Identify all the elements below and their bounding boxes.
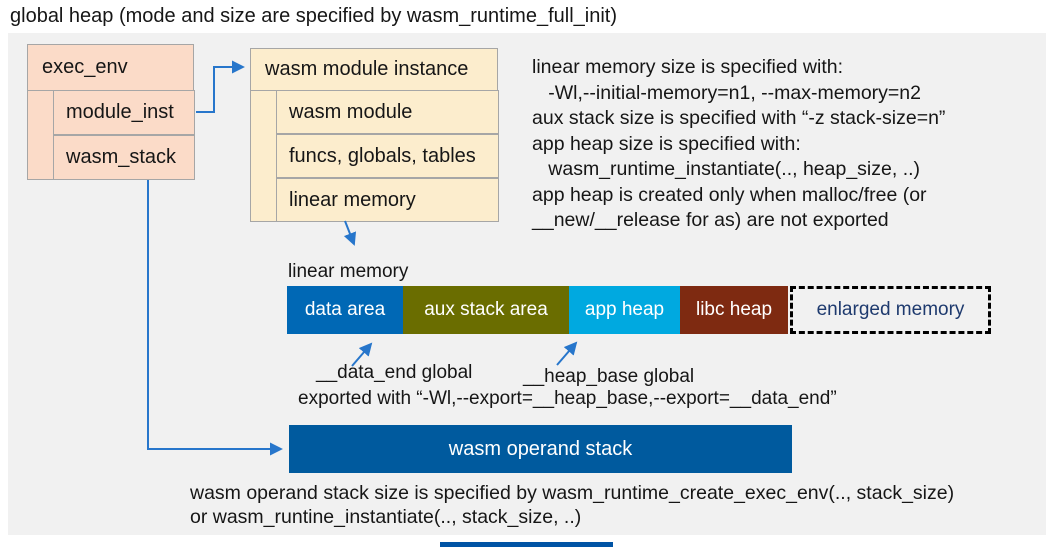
note-line: wasm_runtime_instantiate(.., heap_size, … [532, 158, 921, 180]
wasm-operand-stack-box: wasm operand stack [289, 425, 792, 473]
memory-segment-libc-heap: libc heap [680, 286, 788, 334]
diagram-title: global heap (mode and size are specified… [10, 5, 617, 27]
module-instance-header: wasm module instance [251, 49, 497, 91]
exec-env-header: exec_env [28, 45, 193, 91]
exec-env-field: wasm_stack [53, 135, 195, 180]
note-line: -Wl,--initial-memory=n1, --max-memory=n2 [532, 81, 921, 104]
footer-line: wasm operand stack size is specified by … [190, 482, 955, 504]
module-instance-field: funcs, globals, tables [276, 134, 499, 178]
operand-stack-size-notes: wasm operand stack size is specified by … [190, 482, 954, 529]
module-instance-field: wasm module [276, 90, 499, 134]
data-end-global-label: __data_end global [316, 362, 473, 383]
wasm-operand-stack-label: wasm operand stack [448, 437, 633, 460]
note-line: linear memory size is specified with: [532, 56, 844, 78]
note-line: app heap is created only when malloc/fre… [532, 183, 927, 206]
linear-memory-label: linear memory [288, 261, 409, 282]
memory-segment-aux-stack-area: aux stack area [403, 286, 569, 334]
heap-base-global-label: __heap_base global [523, 366, 695, 387]
size-notes-text: linear memory size is specified with: -W… [532, 55, 1037, 234]
module-instance-field: linear memory [276, 178, 499, 222]
bottom-accent-strip [440, 542, 613, 547]
exec-env-field: module_inst [53, 90, 195, 135]
memory-segment-enlarged-memory: enlarged memory [790, 286, 991, 334]
memory-segment-app-heap: app heap [569, 286, 680, 334]
note-line: __new/__release for as) are not exported [532, 209, 889, 231]
footer-line: or wasm_runtine_instantiate(.., stack_si… [190, 505, 582, 528]
note-line: app heap size is specified with: [532, 132, 801, 155]
note-line: aux stack size is specified with “-z sta… [532, 107, 946, 129]
export-note-text: exported with “-Wl,--export=__heap_base,… [298, 388, 837, 409]
memory-segment-data-area: data area [287, 286, 403, 334]
